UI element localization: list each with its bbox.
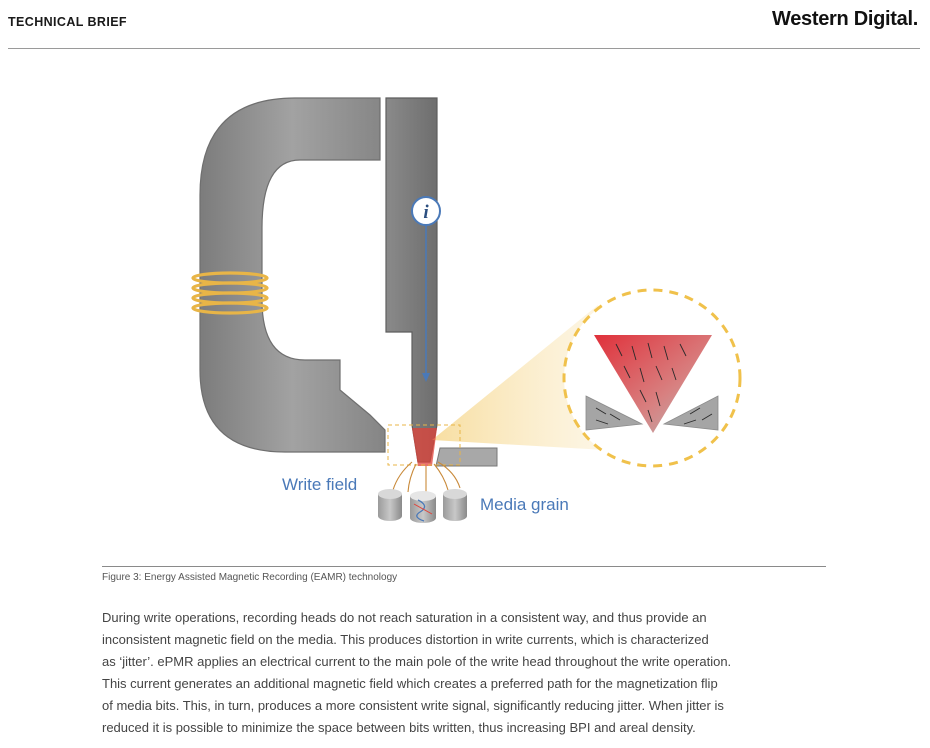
brand-dot: . <box>912 8 919 30</box>
field-lines <box>392 461 461 493</box>
trailing-shield <box>435 447 498 467</box>
magnetization-arrows <box>595 342 713 425</box>
media-grain-label: Media grain <box>480 495 569 514</box>
body-line: of media bits. This, in turn, produces a… <box>102 698 724 713</box>
body-line: as ‘jitter’. ePMR applies an electrical … <box>102 654 732 669</box>
return-yoke <box>199 97 386 453</box>
current-symbol-circle <box>411 196 441 226</box>
current-symbol: i <box>423 202 429 223</box>
write-field-label: Write field <box>282 475 357 494</box>
body-line: reduced it is possible to minimize the s… <box>102 720 696 735</box>
western-digital-logo: Western Digital. <box>772 8 918 31</box>
field-highlight-box <box>387 424 461 466</box>
header-divider <box>8 48 920 49</box>
body-line: inconsistent magnetic field on the media… <box>102 632 709 647</box>
section-label: TECHNICAL BRIEF <box>8 15 127 29</box>
caption-divider <box>102 566 826 567</box>
write-field-glow <box>412 428 437 466</box>
current-arrow-head <box>422 373 430 382</box>
write-coil <box>191 271 269 315</box>
page-header: TECHNICAL BRIEF Western Digital. <box>0 0 930 50</box>
main-pole <box>385 97 438 463</box>
figure-caption: Figure 3: Energy Assisted Magnetic Recor… <box>102 572 398 583</box>
eamr-diagram: i Write field Media grain <box>191 97 742 523</box>
body-paragraph: During write operations, recording heads… <box>102 607 822 739</box>
body-line: During write operations, recording heads… <box>102 610 707 625</box>
media-grains <box>378 489 467 523</box>
zoom-pole-tip <box>594 335 712 433</box>
brand-name: Western Digital <box>772 8 913 30</box>
body-line: This current generates an additional mag… <box>102 676 718 691</box>
